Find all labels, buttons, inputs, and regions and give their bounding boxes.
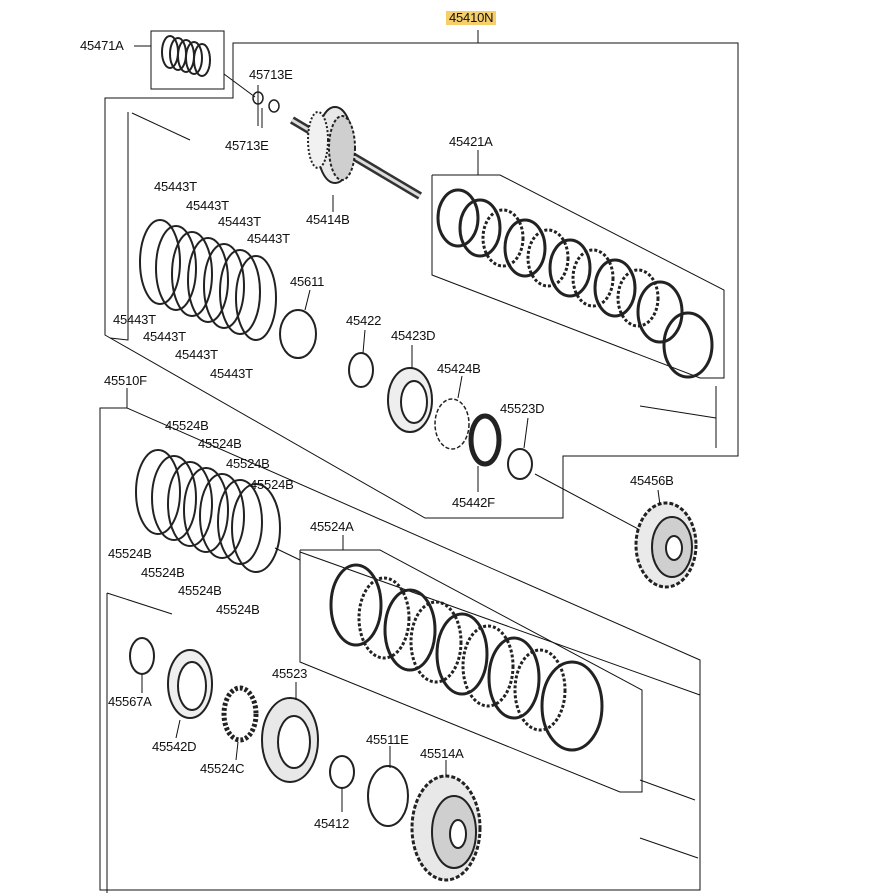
oring-45713e-b [268,99,280,113]
ring-45412 [329,755,355,789]
label-45443t-6: 45443T [143,329,186,344]
gear-part-45456b [634,501,698,589]
label-45713e-top: 45713E [249,67,293,82]
label-45412: 45412 [314,816,350,831]
label-45422: 45422 [346,313,382,328]
label-45414b: 45414B [306,212,350,227]
assembly-outline-45410n [104,30,739,519]
box-45471a [150,30,225,90]
label-45443t-4: 45443T [247,231,290,246]
label-45514a: 45514A [420,746,464,761]
label-45524a: 45524A [310,519,354,534]
snap-rings-45443t [139,219,277,341]
label-45443t-1: 45443T [154,179,197,194]
label-45524b-6: 45524B [141,565,185,580]
ring-45523d [507,448,533,480]
assembly-outline-45510f [99,388,701,891]
label-45456b: 45456B [630,473,674,488]
label-assembly-45510f: 45510F [104,373,147,388]
label-45443t-7: 45443T [175,347,218,362]
label-45471a: 45471A [80,38,124,53]
clutch-pack-45421a [436,188,714,379]
ring-45422 [348,352,374,388]
plate-45424b [434,398,470,450]
label-45567a: 45567A [108,694,152,709]
label-45524b-8: 45524B [216,602,260,617]
label-45423d: 45423D [391,328,436,343]
label-assembly-45410n: 45410N [446,11,497,25]
box-45524a [299,549,643,793]
label-45523d: 45523D [500,401,545,416]
box-45421a [431,174,725,379]
label-45524b-7: 45524B [178,583,222,598]
label-45442f: 45442F [452,495,495,510]
gear-part-45514a [410,774,482,882]
label-45542d: 45542D [152,739,197,754]
ring-45611 [279,309,317,359]
clutch-pack-45524a [329,563,604,752]
ring-45567a [129,637,155,675]
label-45524b-2: 45524B [198,436,242,451]
label-45524c: 45524C [200,761,245,776]
label-45421a: 45421A [449,134,493,149]
label-45524b-4: 45524B [250,477,294,492]
shaft-part-45414b [289,106,423,200]
ring-45511e [367,765,409,827]
disk-45442f [468,413,502,467]
label-45523: 45523 [272,666,308,681]
label-45443t-5: 45443T [113,312,156,327]
label-45524b-1: 45524B [165,418,209,433]
spring-part-45471a [161,35,211,77]
label-45524b-5: 45524B [108,546,152,561]
label-45443t-8: 45443T [210,366,253,381]
label-45713e-bottom: 45713E [225,138,269,153]
label-45511e: 45511E [366,732,409,747]
snap-rings-45524b [135,449,281,573]
label-45443t-3: 45443T [218,214,261,229]
label-45443t-2: 45443T [186,198,229,213]
label-45524b-3: 45524B [226,456,270,471]
disk-45524c [221,685,259,743]
oring-45713e-a [252,91,264,105]
label-45611: 45611 [290,274,325,289]
label-45424b: 45424B [437,361,481,376]
